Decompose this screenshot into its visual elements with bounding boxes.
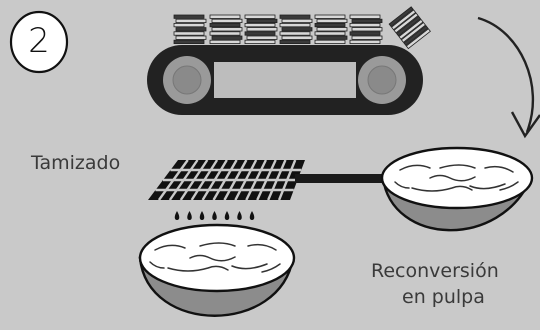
label-screening: Tamizado bbox=[31, 152, 121, 174]
paper-stack-icon bbox=[173, 14, 207, 45]
paper-stack-icon bbox=[279, 14, 313, 45]
paper-stacks bbox=[173, 6, 431, 50]
paper-stack-icon bbox=[349, 14, 383, 45]
label-repulping-line1: Reconversión bbox=[371, 260, 499, 282]
screen-mesh-icon bbox=[148, 159, 305, 201]
pulp-bowl-right bbox=[380, 146, 534, 232]
curved-arrow-icon bbox=[477, 16, 540, 139]
paper-stack-icon bbox=[209, 14, 243, 45]
pulp-bowl-bottom bbox=[138, 223, 296, 317]
label-repulping-line2: en pulpa bbox=[402, 286, 485, 308]
paper-stack-icon bbox=[388, 6, 431, 50]
conveyor-belt-icon bbox=[147, 45, 423, 115]
drip-drops-icon bbox=[174, 211, 255, 220]
paper-stack-icon bbox=[244, 14, 278, 45]
connector-bar bbox=[295, 174, 390, 183]
step-number: 2 bbox=[28, 21, 50, 61]
paper-stack-icon bbox=[314, 14, 348, 45]
step-number-circle bbox=[9, 10, 69, 74]
